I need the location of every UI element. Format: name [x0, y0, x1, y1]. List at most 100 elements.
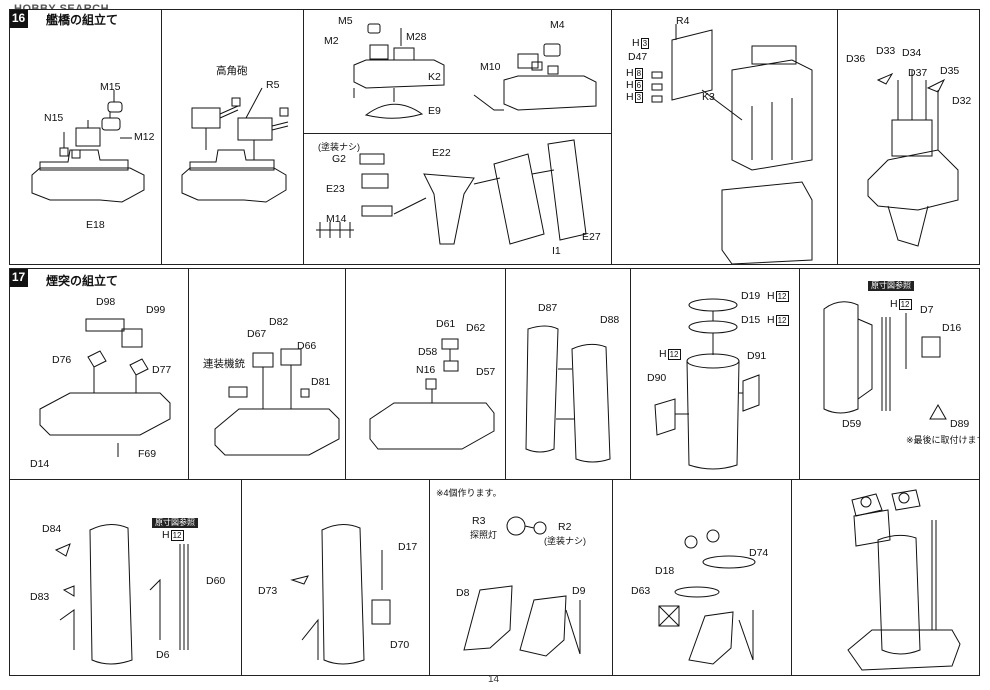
- panel-bridge-upper: M5 M2 M28 K2 E9 M4 M10: [303, 9, 612, 134]
- label-d73: D73: [258, 585, 278, 597]
- label-e18: E18: [86, 219, 105, 231]
- panel-funnel-shell: D87 D88: [505, 268, 631, 480]
- label-e22: E22: [432, 147, 451, 159]
- panel-funnel-deck: D61 D62 D58 N16 D57: [345, 268, 506, 480]
- panel-searchlight-platform: D18 D74 D63: [612, 479, 792, 676]
- searchlight-platform-diagram: [658, 529, 756, 665]
- label-d37: D37: [908, 67, 928, 79]
- label-ref-fullsize-2: 原寸図参照: [152, 518, 198, 528]
- label-r4: R4: [676, 15, 690, 27]
- label-d88: D88: [600, 314, 620, 326]
- label-d98: D98: [96, 296, 116, 308]
- label-d33: D33: [876, 45, 896, 57]
- label-d14: D14: [30, 458, 50, 470]
- label-d7: D7: [920, 304, 934, 316]
- panel-funnel-base: 17 煙突の組立て D98 D99 D76 D77 D14 F69: [9, 268, 189, 480]
- label-d74: D74: [749, 547, 769, 559]
- panel-twin-mg: D82 D67 D66 連装機銃 D81: [188, 268, 346, 480]
- label-r2-no-paint: (塗装ナシ): [544, 536, 586, 546]
- label-d77: D77: [152, 364, 172, 376]
- label-m5: M5: [338, 15, 353, 27]
- label-m4: M4: [550, 19, 565, 31]
- label-make-four-note: ※4個作ります。: [436, 488, 502, 498]
- label-m10: M10: [480, 61, 501, 73]
- label-d62: D62: [466, 322, 486, 334]
- label-no-paint-note: (塗装ナシ): [318, 142, 360, 152]
- label-n16: N16: [416, 364, 436, 376]
- label-m2: M2: [324, 35, 339, 47]
- label-d70: D70: [390, 639, 410, 651]
- bridge-base-diagram: [31, 90, 145, 203]
- label-d9: D9: [572, 585, 586, 597]
- label-g2: G2: [332, 153, 347, 165]
- twin-mg-diagram: [214, 348, 340, 456]
- label-r5: R5: [266, 79, 280, 91]
- panel-funnel-pipes: 原寸図参照 H12 D7 D16 D59 D89 ※最後に取付けます。: [799, 268, 980, 480]
- label-d35: D35: [940, 65, 960, 77]
- step-16-number: 16: [10, 10, 28, 28]
- funnel-deck-diagram: [369, 338, 495, 450]
- aa-guns-diagram: [181, 87, 289, 203]
- label-d84: D84: [42, 523, 62, 535]
- label-d36: D36: [846, 53, 866, 65]
- label-m15: M15: [100, 81, 121, 93]
- label-d76: D76: [52, 354, 72, 366]
- funnel-shell-diagram: [525, 325, 611, 463]
- label-d82: D82: [269, 316, 289, 328]
- label-d81: D81: [311, 376, 331, 388]
- label-d83: D83: [30, 591, 50, 603]
- label-d17: D17: [398, 541, 418, 553]
- label-d34: D34: [902, 47, 922, 59]
- label-d15: D15: [741, 314, 761, 326]
- panel-bridge-complete: D36 D33 D34 D37 D35 D32: [837, 9, 980, 265]
- label-m12: M12: [134, 131, 155, 143]
- label-m14: M14: [326, 213, 347, 225]
- label-d59: D59: [842, 418, 862, 430]
- label-e27: E27: [582, 231, 601, 243]
- step-16-title: 艦橋の組立て: [46, 13, 119, 27]
- label-ref-fullsize: 原寸図参照: [868, 281, 914, 291]
- label-f69: F69: [138, 448, 157, 460]
- label-r2: R2: [558, 521, 572, 533]
- label-d61: D61: [436, 318, 456, 330]
- label-d66: D66: [297, 340, 317, 352]
- label-d18: D18: [655, 565, 675, 577]
- step-17-number: 17: [10, 269, 28, 287]
- label-i1: I1: [552, 245, 561, 257]
- label-aa-gun-title: 高角砲: [216, 65, 248, 77]
- panel-funnel-complete: [791, 479, 980, 676]
- bridge-tower-diagram: [316, 139, 587, 245]
- label-d67: D67: [247, 328, 267, 340]
- label-d90: D90: [647, 372, 667, 384]
- label-d89: D89: [950, 418, 970, 430]
- label-m28: M28: [406, 31, 427, 43]
- panel-funnel-side: D17 D73 D70: [241, 479, 430, 676]
- bridge-upper-diagram: [353, 23, 597, 119]
- label-k2: K2: [428, 71, 441, 83]
- funnel-front-diagram: [54, 524, 189, 665]
- funnel-base-diagram: [39, 318, 171, 457]
- label-d63: D63: [631, 585, 651, 597]
- step-17-title: 煙突の組立て: [46, 274, 119, 288]
- funnel-side-diagram: [290, 524, 391, 665]
- panel-aa-guns: 高角砲 R5: [161, 9, 304, 265]
- label-d6: D6: [156, 649, 170, 661]
- searchlight-diagram: [463, 516, 581, 657]
- label-n15: N15: [44, 112, 64, 124]
- label-e9: E9: [428, 105, 441, 117]
- label-d19: D19: [741, 290, 761, 302]
- label-twin-mg: 連装機銃: [203, 358, 245, 370]
- label-r3-searchlight: 探照灯: [470, 530, 498, 540]
